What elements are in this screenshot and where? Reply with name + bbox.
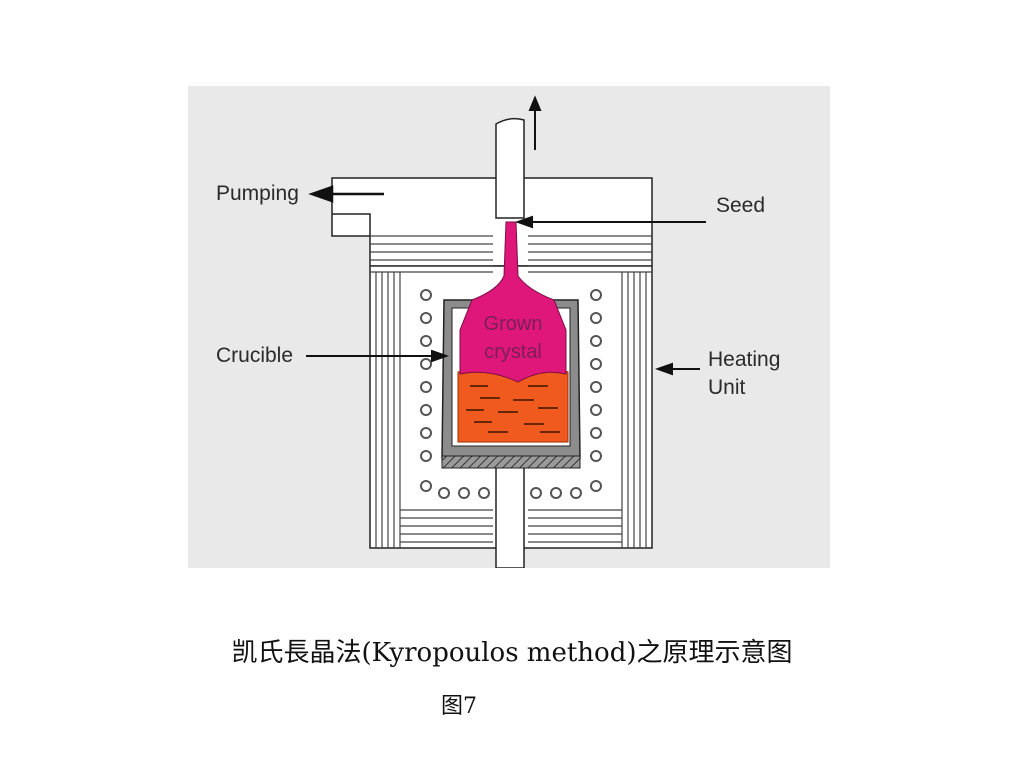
seed-label: Seed <box>716 194 765 217</box>
top-insulation <box>370 235 652 273</box>
pumping-arrow <box>308 185 384 203</box>
seed-rod <box>495 117 525 219</box>
grown-crystal-label-line2: crystal <box>484 341 542 363</box>
crucible-arrow <box>306 349 449 363</box>
figure-number: 图7 <box>441 694 477 719</box>
pumping-label: Pumping <box>216 182 299 205</box>
grown-crystal-label-line1: Grown <box>484 313 543 335</box>
bottom-insulation <box>400 509 622 543</box>
heating-unit-arrow <box>655 362 700 376</box>
kyropoulos-diagram: Grown crystal Pumping Seed Crucible Heat… <box>188 86 830 568</box>
seed-arrow <box>515 215 706 229</box>
side-insulation-left <box>375 272 401 548</box>
crucible-label: Crucible <box>216 344 293 367</box>
melt <box>457 369 569 443</box>
pull-up-arrow <box>528 95 542 150</box>
heater-coils <box>420 289 602 499</box>
heating-unit-label-line2: Unit <box>708 376 746 399</box>
figure-caption: 凯氏長晶法(Kyropoulos method)之原理示意图 <box>231 638 793 668</box>
support-rod <box>495 457 525 568</box>
heating-unit-label-line1: Heating <box>708 348 780 371</box>
side-insulation-right <box>621 272 647 548</box>
grown-crystal <box>459 221 567 383</box>
